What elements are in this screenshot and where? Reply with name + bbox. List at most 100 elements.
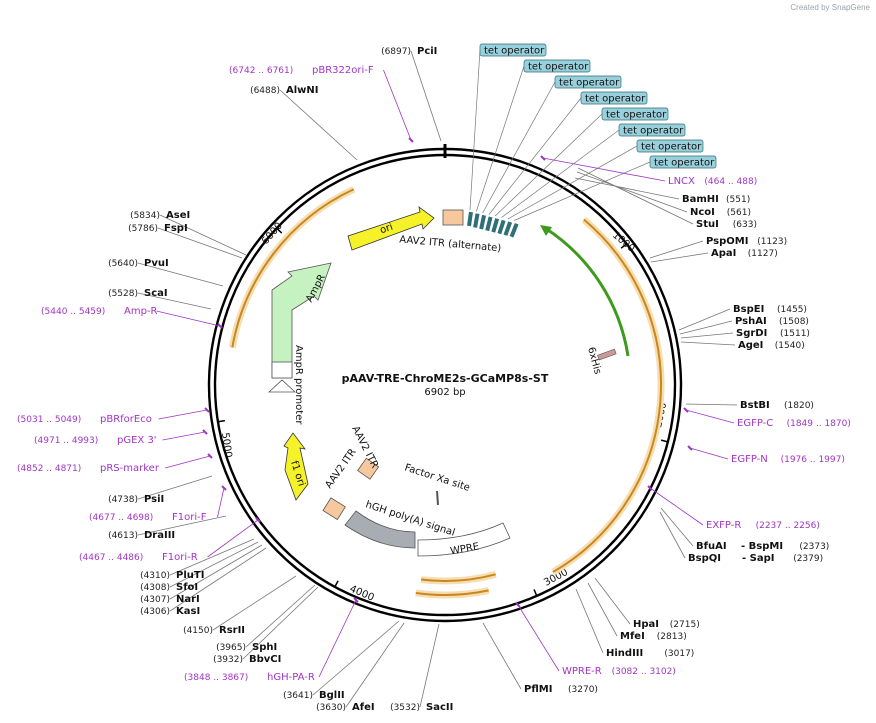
primer-mark	[202, 429, 208, 435]
primer-label: EGFP-N	[731, 454, 768, 465]
tet-operator-label: tet operator	[528, 62, 589, 73]
wpre-feature	[417, 522, 511, 557]
site-position: (1455)	[777, 305, 807, 315]
primer-mark	[515, 602, 521, 608]
tet-leader-line	[507, 145, 638, 220]
tet-operator-bar	[491, 218, 500, 233]
site-position: (3932)	[213, 655, 243, 665]
primer-leader	[158, 409, 208, 420]
label-leader	[587, 582, 618, 637]
site-position: (2379)	[793, 554, 823, 564]
primer-position: (5031 .. 5049)	[17, 415, 81, 425]
primer-position: (4467 .. 4486)	[79, 553, 143, 563]
primer-mark	[687, 445, 693, 451]
site-position: (3641)	[283, 691, 313, 701]
label-leader	[312, 620, 400, 696]
site-position: (4310)	[140, 571, 170, 581]
primer-leader	[517, 604, 560, 672]
primer-leader	[542, 157, 666, 182]
primer-leader	[318, 599, 357, 678]
site-position: (5834)	[130, 211, 160, 221]
site-position: (1508)	[779, 317, 809, 327]
primer-mark	[217, 323, 223, 329]
site-label: SfoI	[176, 582, 198, 593]
primer-label: EXFP-R	[706, 520, 741, 531]
site-label: DraIII	[144, 530, 175, 541]
site-position: (4307)	[140, 595, 170, 605]
label-leader	[679, 320, 733, 335]
primer-mark	[204, 407, 210, 413]
tet-operator-box	[523, 59, 591, 73]
primer-label: F1ori-F	[172, 512, 207, 523]
ori-feature	[347, 206, 435, 251]
site-label: StuI	[696, 219, 719, 230]
orange-feature-arc	[231, 188, 355, 348]
orange-feature-arc	[415, 589, 489, 596]
tick-mark	[533, 589, 538, 597]
wpre-label: WPRE	[449, 541, 480, 557]
tick-mark	[334, 580, 339, 588]
site-position: (4613)	[108, 531, 138, 541]
site-label: HindIII	[606, 648, 643, 659]
site-label: NcoI	[690, 207, 715, 218]
his-label: 6xHis	[585, 346, 603, 376]
tet-leader-line	[469, 49, 481, 211]
site-label: - BspMI	[741, 541, 783, 552]
factor-xa-mark	[436, 490, 439, 506]
site-position: (3965)	[216, 643, 246, 653]
tet-operator-label: tet operator	[484, 46, 545, 57]
itr2-box	[322, 497, 346, 521]
primer-leader	[217, 487, 225, 518]
site-label: BstBI	[740, 400, 770, 411]
primer-position: (4677 .. 4698)	[89, 513, 153, 523]
site-label: AgeI	[738, 340, 763, 351]
site-label: NarI	[176, 594, 200, 605]
tet-leader-line	[501, 129, 620, 218]
label-leader	[212, 575, 297, 631]
site-position: (2813)	[657, 632, 687, 642]
site-position: (5640)	[108, 259, 138, 269]
label-leader	[659, 511, 686, 559]
ampr-feature	[271, 262, 332, 379]
label-leader	[159, 214, 247, 256]
site-position: (3630)	[316, 703, 346, 713]
site-position: (5528)	[108, 289, 138, 299]
tet-operator-bar	[497, 219, 506, 235]
site-position: (2373)	[799, 542, 829, 552]
site-label: PspOMI	[706, 236, 748, 247]
primer-mark	[408, 137, 414, 143]
primer-position: (3848 .. 3867)	[184, 673, 248, 683]
primer-label: EGFP-C	[737, 418, 773, 429]
primer-label: WPRE-R	[562, 666, 602, 677]
site-position: (4738)	[108, 495, 138, 505]
plasmid-size: 6902 bp	[424, 387, 465, 398]
his-mark	[597, 348, 617, 361]
site-position: (4308)	[140, 583, 170, 593]
site-position: (1540)	[775, 341, 805, 351]
tet-leader-line	[494, 113, 603, 217]
tet-operator-bar	[485, 216, 493, 232]
tet-operator-box	[618, 123, 686, 137]
tet-leader-line	[513, 161, 651, 221]
site-label: RsrII	[219, 625, 245, 636]
label-leader	[574, 177, 680, 200]
primer-leader	[689, 447, 729, 460]
orange-feature-arcs	[228, 186, 665, 599]
site-position: (6897)	[381, 47, 411, 57]
orange-feature-arc	[420, 573, 496, 582]
site-label: ScaI	[144, 288, 168, 299]
primer-mark	[221, 485, 227, 491]
site-label: AseI	[166, 210, 190, 221]
site-label: FspI	[164, 223, 188, 234]
itr2-label: AAV2 ITR	[323, 447, 358, 491]
site-position: (633)	[733, 220, 757, 230]
primer-leader	[162, 431, 206, 441]
itr-alt-box	[442, 209, 464, 226]
site-label: PsiI	[144, 494, 164, 505]
itr-alt-label: AAV2 ITR (alternate)	[399, 234, 502, 254]
label-leader	[242, 586, 319, 660]
site-position: (6488)	[250, 86, 280, 96]
site-label: - SapI	[742, 553, 774, 564]
tet-operator-label: tet operator	[559, 78, 620, 89]
